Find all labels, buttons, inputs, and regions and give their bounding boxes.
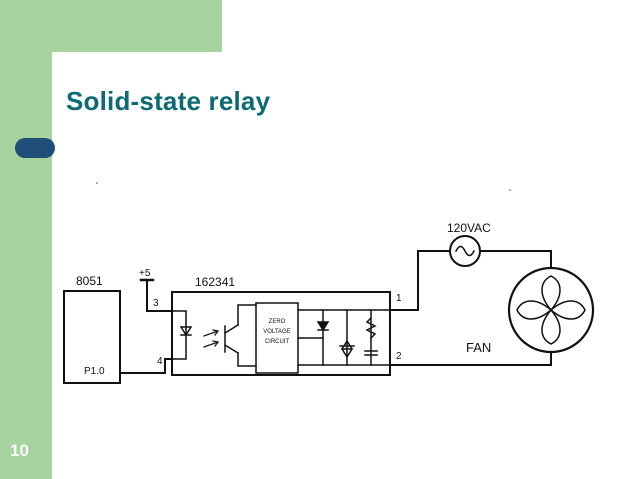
pin-2-label: 2	[396, 351, 402, 362]
content-card	[52, 52, 638, 479]
phototransistor-icon	[223, 304, 257, 367]
resistor-icon	[365, 316, 377, 340]
relay-chip-box	[171, 291, 391, 376]
zvc-line-3: CIRCUIT	[265, 339, 290, 345]
page-number: 10	[10, 441, 29, 460]
capacitor-icon	[364, 350, 378, 356]
pin-1-label: 1	[396, 293, 402, 304]
thyristor-icon	[316, 321, 330, 332]
triac-icon	[339, 339, 355, 359]
zvc-line-2: VOLTAGE	[263, 329, 290, 335]
wire-pin2-to-fan	[389, 352, 552, 366]
zero-voltage-circuit-box	[255, 302, 299, 374]
accent-pill	[15, 138, 55, 158]
fan-blades-icon	[516, 275, 586, 345]
ac-source-label: 120VAC	[447, 221, 491, 235]
wire-ac-to-fan	[480, 250, 552, 269]
chip-label: 162341	[195, 275, 235, 289]
supply-label: +5	[139, 268, 151, 279]
speck	[509, 189, 511, 191]
mcu-label: 8051	[76, 274, 103, 288]
mcu-pin-label: P1.0	[84, 366, 105, 377]
ac-source-icon	[449, 235, 481, 267]
zvc-line-1: ZERO	[269, 319, 286, 325]
ac-wave-icon	[454, 245, 476, 257]
output-stage-wiring	[297, 309, 391, 366]
left-accent-bar	[0, 0, 52, 479]
pin-3-label: 3	[153, 298, 159, 309]
wire-p10-to-pin4	[119, 358, 173, 374]
fan-icon	[507, 266, 595, 354]
speck	[96, 182, 98, 184]
led-icon	[179, 326, 193, 337]
fan-label: FAN	[466, 340, 491, 355]
slide-title: Solid-state relay	[66, 86, 271, 116]
light-arrows-icon	[203, 329, 220, 348]
wire-pin1-to-ac	[389, 250, 450, 311]
pin-4-label: 4	[157, 356, 163, 367]
mcu-box	[63, 290, 121, 384]
wire-supply-to-pin3	[146, 279, 173, 312]
top-accent-bar	[0, 0, 222, 52]
